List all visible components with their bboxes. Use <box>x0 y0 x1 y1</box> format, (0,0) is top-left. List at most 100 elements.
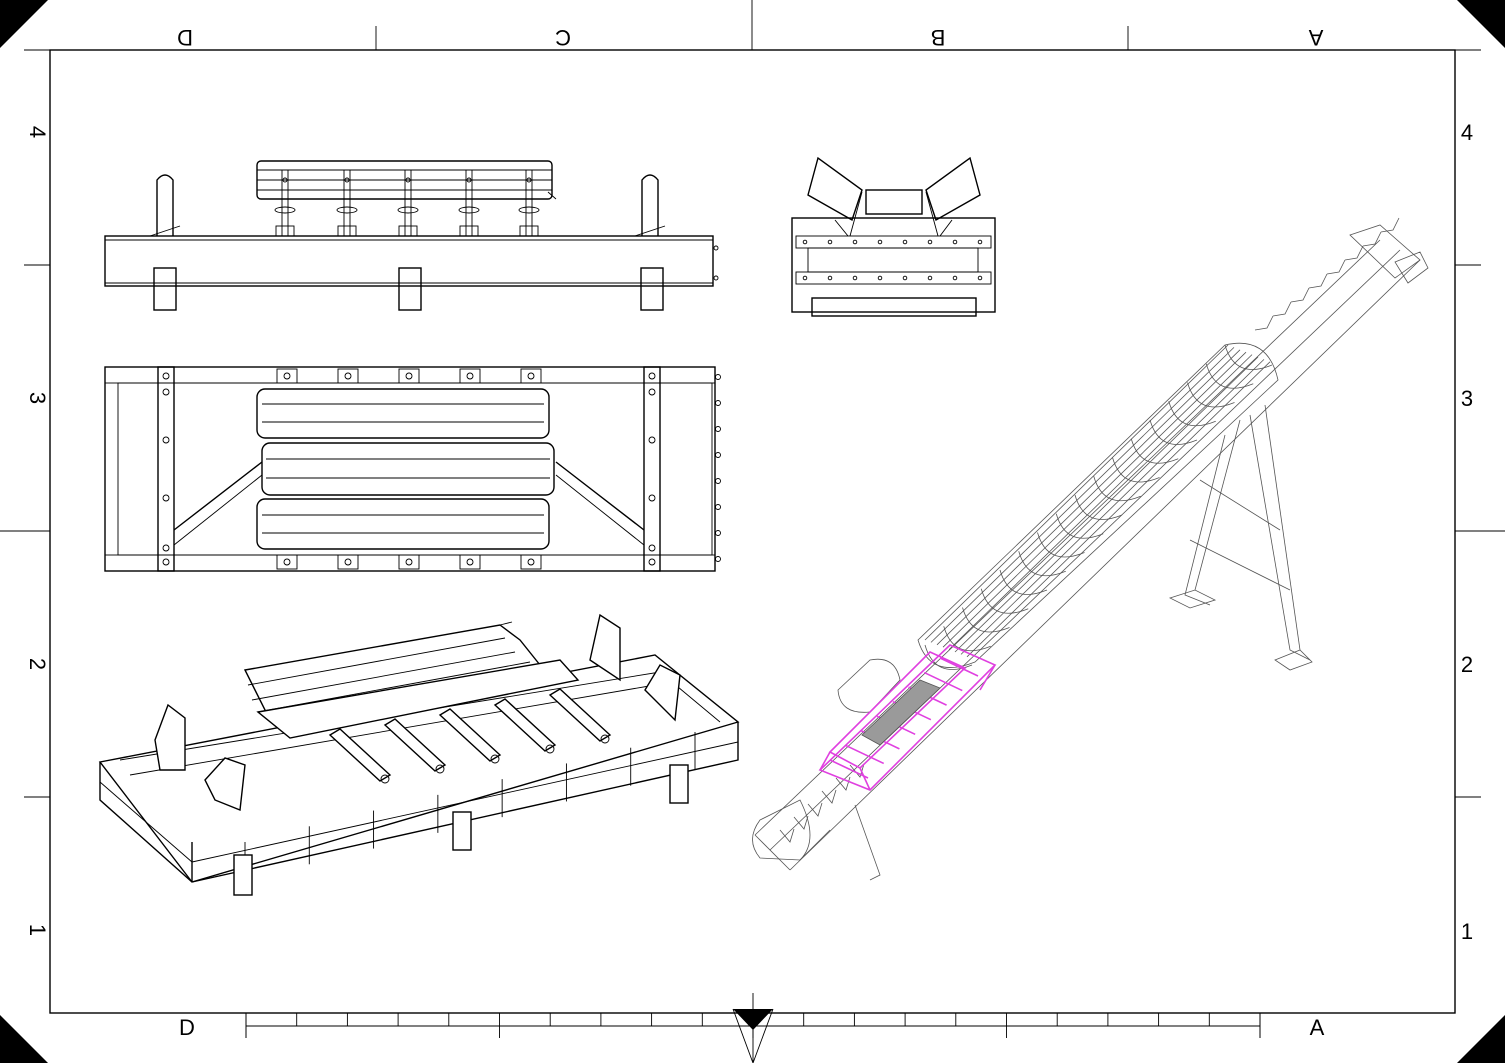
end-elevation-view <box>791 156 996 317</box>
hood-rib <box>1018 551 1066 577</box>
bolt <box>600 734 610 744</box>
hood-rib <box>999 569 1048 595</box>
bolt <box>526 177 532 183</box>
bolt <box>405 372 413 380</box>
truss-member <box>1290 287 1310 303</box>
bolt <box>466 558 474 566</box>
zone-frame <box>0 0 1505 798</box>
bolt <box>648 372 656 380</box>
hood-rib <box>1187 382 1235 408</box>
bolt <box>715 400 721 406</box>
hood-rib <box>1205 363 1254 389</box>
zone-number-right-3: 3 <box>1461 386 1473 411</box>
idler-roller <box>274 206 296 214</box>
zone-number-right-1: 1 <box>1461 919 1473 944</box>
bolt <box>162 372 170 380</box>
hood-line <box>936 349 1241 646</box>
highlight-rung <box>939 657 979 677</box>
bolt <box>927 239 933 245</box>
idler-base <box>337 225 357 237</box>
bolt <box>162 388 170 396</box>
bolt <box>852 275 858 281</box>
hood-rib <box>1037 532 1085 558</box>
idler-roller <box>458 206 480 214</box>
bolt <box>927 275 933 281</box>
hood-rib <box>1074 494 1123 520</box>
bolt <box>380 774 390 784</box>
hood-line <box>948 354 1253 650</box>
bracket <box>459 368 481 384</box>
bolt <box>902 239 908 245</box>
hood-rib <box>980 588 1029 614</box>
idler-roller <box>397 206 419 214</box>
truss-member <box>779 828 795 843</box>
zone-letter-bottom-a: A <box>1310 1015 1325 1040</box>
corner-mark-top-right <box>1457 0 1505 48</box>
isometric-conveyor-view <box>752 217 1429 881</box>
bolt <box>877 275 883 281</box>
bolt <box>715 530 721 536</box>
idler-arm <box>493 698 557 752</box>
bolt <box>435 764 445 774</box>
truss-member <box>1254 315 1274 331</box>
centering-arrow <box>732 993 774 1063</box>
bolt <box>405 177 411 183</box>
bolt <box>715 504 721 510</box>
corner-mark-bottom-left <box>0 1015 48 1063</box>
bolt <box>648 544 656 552</box>
zone-number-left-1: 1 <box>25 924 50 936</box>
truss-member <box>1272 301 1292 317</box>
bolt <box>527 372 535 380</box>
highlight-rung <box>829 759 869 779</box>
bracket <box>520 368 542 384</box>
truss-member <box>1326 259 1346 275</box>
bolt <box>283 558 291 566</box>
bolt <box>527 558 535 566</box>
bolt <box>648 436 656 444</box>
hood-rib <box>943 626 991 652</box>
hood-line <box>924 344 1229 641</box>
highlighted-loading-section <box>818 644 997 791</box>
idler-arm <box>383 718 447 772</box>
bolt <box>715 478 721 484</box>
bolt <box>162 436 170 444</box>
zone-number-left-2: 2 <box>25 658 50 670</box>
bolt <box>802 239 808 245</box>
bolt <box>405 558 413 566</box>
bolt <box>715 556 721 562</box>
bracket <box>459 554 481 570</box>
bolt <box>827 275 833 281</box>
zone-letter-top-c: C <box>555 25 571 50</box>
bolt <box>648 494 656 502</box>
zone-number-right-4: 4 <box>1461 120 1473 145</box>
bolt <box>344 177 350 183</box>
zone-letter-top-a: A <box>1308 25 1323 50</box>
bolt <box>648 388 656 396</box>
plan-view <box>104 366 721 572</box>
bolt <box>977 275 983 281</box>
idler-arm <box>328 728 392 782</box>
truss-member <box>849 763 865 778</box>
front-elevation-view <box>104 160 719 311</box>
hood-rib <box>1093 476 1141 502</box>
corner-mark-top-left <box>0 0 48 48</box>
bolt <box>490 754 500 764</box>
truss-member <box>807 802 823 817</box>
bolt <box>952 275 958 281</box>
highlight-rung <box>845 744 885 765</box>
bolt <box>952 239 958 245</box>
hood-rib <box>1149 419 1198 445</box>
truss-member <box>1308 273 1328 289</box>
bracket <box>520 554 542 570</box>
hood-rib <box>1224 344 1273 370</box>
zone-letter-bottom-d: D <box>179 1015 195 1040</box>
bolt <box>648 558 656 566</box>
bolt <box>162 544 170 552</box>
bolt <box>283 372 291 380</box>
idler-arm <box>548 688 612 742</box>
hood-line <box>930 347 1235 643</box>
idler-base <box>275 225 295 237</box>
isometric-frame-view <box>98 613 740 896</box>
bolt <box>344 372 352 380</box>
